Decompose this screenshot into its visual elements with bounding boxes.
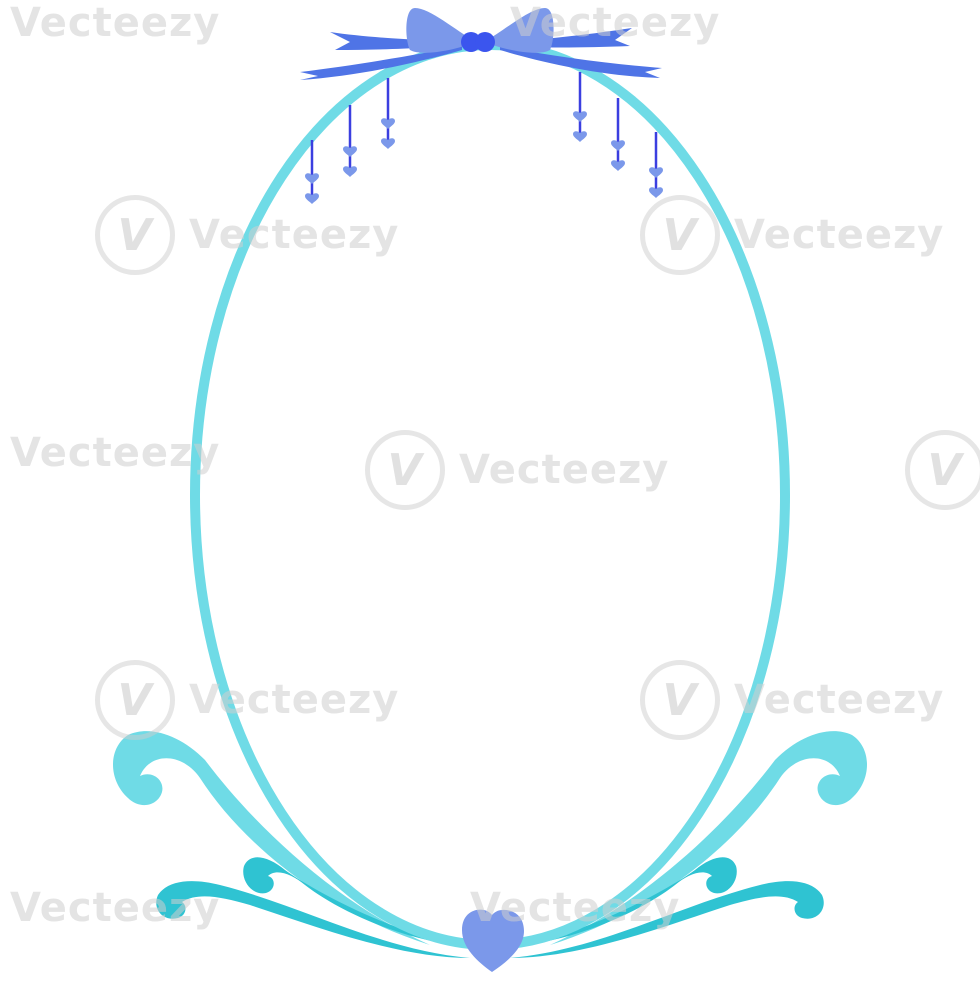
- heart-icon: [462, 909, 524, 972]
- hanging-charms-left: [305, 78, 395, 204]
- swirl-left-curl: [243, 857, 455, 945]
- bottom-swirl-ornament: [113, 731, 867, 958]
- swirl-left-lower: [156, 881, 471, 958]
- swirl-right-curl: [525, 857, 737, 945]
- bow-icon: [300, 8, 662, 80]
- swirl-right-large: [550, 731, 867, 945]
- oval-frame-ring: [190, 40, 790, 950]
- swirl-left-large: [113, 731, 430, 945]
- swirl-right-lower: [510, 881, 824, 958]
- hanging-charms-right: [573, 72, 663, 198]
